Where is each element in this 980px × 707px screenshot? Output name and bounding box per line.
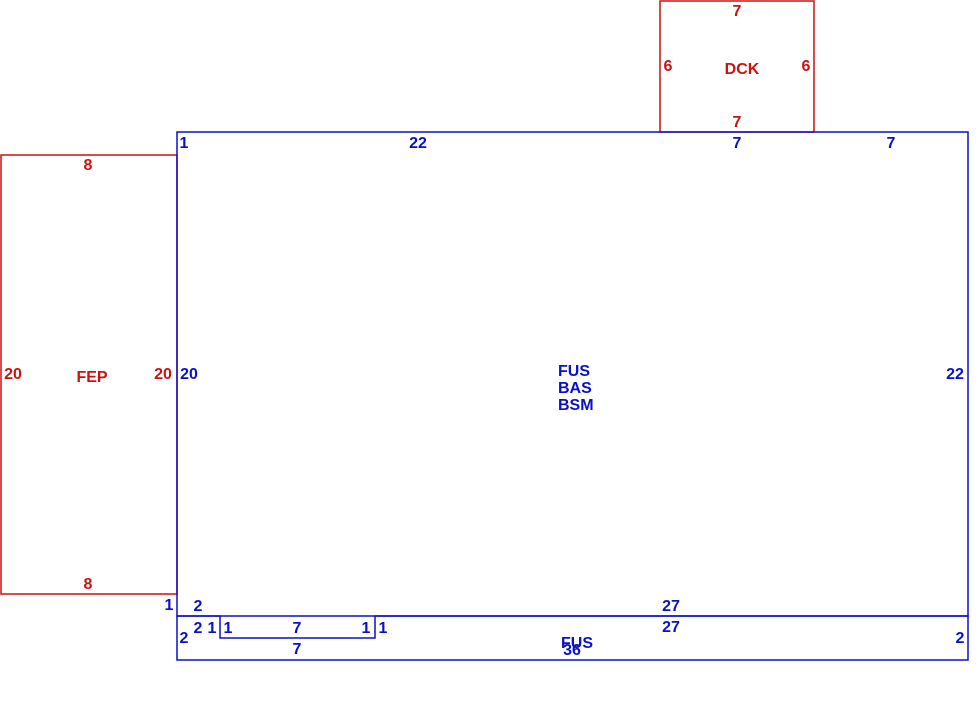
lower-label: FUS: [561, 635, 593, 652]
main-bottom-right-dimension: 27: [662, 598, 680, 615]
dck-top-dimension: 7: [733, 3, 742, 20]
dck-label: DCK: [725, 61, 760, 78]
lower-right-dimension: 2: [956, 630, 965, 647]
lower-step-dimension-2: 1: [208, 620, 217, 637]
dck-bottom-dimension: 7: [733, 114, 742, 131]
main-label-bsm: BSM: [558, 397, 594, 414]
lower-step-dimension-3: 1: [224, 620, 233, 637]
lower-bottom-dimension: 36: [563, 642, 581, 659]
lower-left-dimension: 2: [180, 630, 189, 647]
main-top-mid-dimension: 22: [409, 135, 427, 152]
fep-top-dimension: 8: [84, 157, 93, 174]
main-label-bas: BAS: [558, 380, 592, 397]
fep-right-dimension: 20: [154, 366, 172, 383]
main-label-fus: FUS: [558, 363, 590, 380]
main-top-left-dimension: 1: [180, 135, 189, 152]
main-top-dck-dimension: 7: [733, 135, 742, 152]
lower-area: FUS 2 2 1 1 7 1 1 27 2 7 36: [176, 615, 969, 661]
dck-right-dimension: 6: [802, 58, 811, 75]
lower-outline: [176, 615, 969, 661]
main-left-dimension: 20: [180, 366, 198, 383]
lower-top-right-dimension: 27: [662, 619, 680, 636]
lower-step-dimension-1: 2: [194, 620, 203, 637]
main-bottom-left-dimension-2: 2: [194, 598, 203, 615]
dck-left-dimension: 6: [664, 58, 673, 75]
fep-label: FEP: [76, 369, 107, 386]
fep-area: FEP 8 8 20 20: [0, 154, 178, 595]
lower-step-dimension-4: 1: [379, 620, 388, 637]
main-right-dimension: 22: [946, 366, 964, 383]
fep-left-dimension: 20: [4, 366, 22, 383]
main-top-right-dimension: 7: [887, 135, 896, 152]
main-area: FUS BAS BSM 1 22 7 7 20 22 1 2 27: [165, 131, 969, 617]
main-bottom-left-dimension-1: 1: [165, 597, 174, 614]
lower-notch-right-dimension: 1: [362, 620, 371, 637]
dck-area: DCK 7 7 6 6: [659, 0, 815, 133]
lower-bottom-notch-dimension: 7: [293, 641, 302, 658]
fep-bottom-dimension: 8: [84, 576, 93, 593]
lower-notch-top-dimension: 7: [293, 620, 302, 637]
